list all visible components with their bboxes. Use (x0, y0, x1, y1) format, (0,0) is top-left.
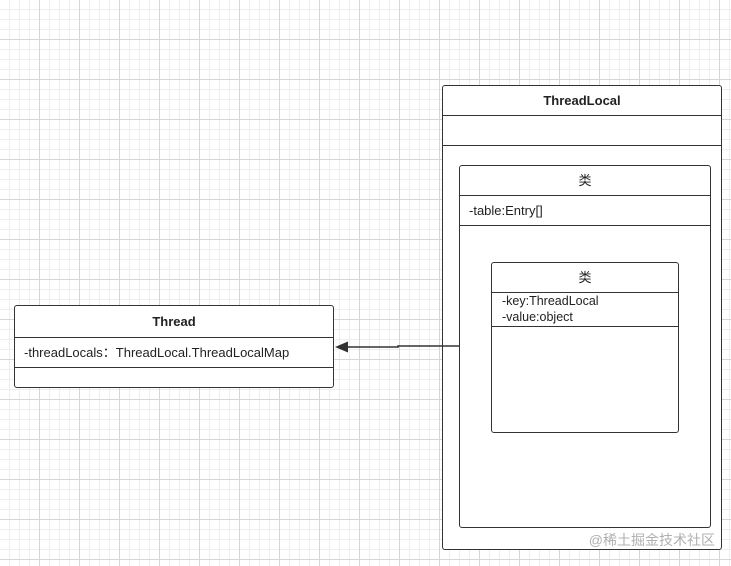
thread-class-box[interactable]: Thread -threadLocals：ThreadLocal.ThreadL… (14, 305, 334, 388)
threadlocalmap-class-attribute-table: -table:Entry[] (469, 203, 543, 218)
thread-class-title: Thread (152, 314, 196, 329)
entry-class-attribute-value: -value:object (502, 310, 573, 324)
threadlocalmap-class-divider (460, 195, 710, 196)
arrowhead-icon (335, 341, 348, 353)
entry-class-divider (492, 326, 678, 327)
watermark: @稀土掘金技术社区 (588, 532, 715, 548)
threadlocalmap-class-divider (460, 225, 710, 226)
association-line (348, 345, 459, 348)
entry-class-title: 类 (578, 270, 592, 285)
thread-class-divider (15, 337, 333, 338)
thread-class-divider (15, 367, 333, 368)
threadlocal-class-title: ThreadLocal (543, 93, 621, 108)
threadlocalmap-class-title: 类 (578, 173, 592, 188)
entry-class-box[interactable]: 类 -key:ThreadLocal -value:object (491, 262, 679, 433)
thread-class-attribute-threadlocals: -threadLocals：ThreadLocal.ThreadLocalMap (24, 345, 290, 360)
threadlocal-class-box[interactable]: ThreadLocal 类 -table:Entry[] 类 -key:Thre… (442, 85, 722, 550)
threadlocalmap-class-box[interactable]: 类 -table:Entry[] 类 -key:ThreadLocal -val… (459, 165, 711, 528)
threadlocal-class-divider (443, 115, 721, 116)
entry-class-divider (492, 292, 678, 293)
entry-class-attribute-key: -key:ThreadLocal (502, 294, 599, 308)
threadlocal-class-divider (443, 145, 721, 146)
